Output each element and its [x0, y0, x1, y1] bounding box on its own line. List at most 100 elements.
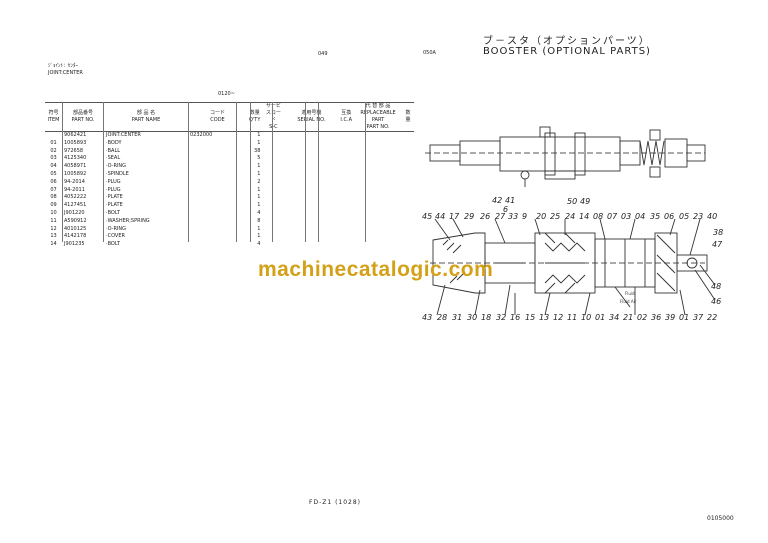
- callout-number: 11: [567, 313, 578, 322]
- callout-number: 37: [693, 313, 704, 322]
- cell-ica: [338, 140, 354, 148]
- cell-part-no: 9062421: [64, 132, 87, 138]
- cell-service-code: [262, 148, 284, 156]
- cell-service-code: [262, 155, 284, 163]
- callout-number: 13: [539, 313, 550, 322]
- cell-part-name: ·COVER: [106, 233, 125, 240]
- cell-code: [188, 148, 247, 156]
- cell-service-code: [262, 179, 284, 187]
- callout-number: 49: [580, 197, 591, 206]
- cell-code: [188, 210, 247, 218]
- cell-service-code: [262, 218, 284, 226]
- cell-part-name: JOINT:CENTER: [106, 132, 141, 138]
- cell-part-name: ·BOLT: [106, 241, 121, 248]
- cell-item: 05: [50, 170, 57, 177]
- cell-part-name: ·PLUG: [106, 178, 121, 185]
- cell-ica: [338, 148, 354, 156]
- callout-number: 25: [550, 212, 561, 221]
- cell-part-name: ·BOLT: [106, 209, 121, 216]
- callout-number: 01: [595, 313, 606, 322]
- cell-qty: 1: [257, 186, 261, 193]
- cell-serial-no: [284, 163, 338, 171]
- cell-service-code: [262, 210, 284, 218]
- callout-number: 34: [609, 313, 620, 322]
- cell-part-no: 4142178: [64, 233, 87, 240]
- cell-qty: 5: [257, 155, 261, 162]
- header-code-left: 049: [318, 51, 328, 57]
- callout-number: 33: [508, 212, 519, 221]
- cell-ica: [338, 163, 354, 171]
- cell-qty: 1: [257, 163, 261, 170]
- cell-serial-no: [284, 202, 338, 210]
- title-english: BOOSTER (OPTIONAL PARTS): [483, 46, 651, 57]
- cell-item: 13: [50, 233, 57, 240]
- cell-serial-no: [284, 233, 338, 241]
- cell-code: [188, 155, 247, 163]
- cell-qty: 1: [257, 139, 261, 146]
- cell-ica: [338, 241, 354, 249]
- callout-number: 39: [665, 313, 676, 322]
- callout-number: 20: [536, 212, 547, 221]
- booster-exploded-diagram: Fluid Air Fluid: [425, 126, 716, 316]
- cell-serial-no: [284, 148, 338, 156]
- cell-serial-no: [284, 226, 338, 234]
- cell-code: [188, 226, 247, 234]
- cell-code: [188, 218, 247, 226]
- callout-number: 26: [480, 212, 491, 221]
- cell-code: [188, 187, 247, 195]
- callout-number: 46: [711, 297, 722, 306]
- cell-qty: 1: [257, 202, 261, 209]
- cell-part-name: ·SEAL: [106, 155, 121, 162]
- header-replaceable-qty: 数量: [402, 102, 414, 132]
- callout-number: 05: [679, 212, 690, 221]
- cell-part-no: 4010125: [64, 225, 87, 232]
- cell-part-no: 4058971: [64, 163, 87, 170]
- cell-item: 11: [50, 217, 57, 224]
- cell-serial-no: [284, 140, 338, 148]
- diagram-label-fluid-air: Fluid Air: [620, 299, 637, 304]
- table-divider: [365, 102, 366, 242]
- cell-item: 06: [50, 178, 57, 185]
- callout-number: 45: [422, 212, 433, 221]
- callout-number: 43: [422, 313, 433, 322]
- cell-serial-no: [284, 241, 338, 249]
- callout-number: 9: [522, 212, 528, 221]
- cell-qty: 1: [257, 225, 261, 232]
- table-divider: [236, 102, 237, 242]
- cell-part-name: ·BALL: [106, 147, 121, 154]
- cell-service-code: [262, 202, 284, 210]
- cell-part-name: ·SPINDLE: [106, 170, 129, 177]
- cell-part-no: 4052222: [64, 194, 87, 201]
- callout-number: 16: [510, 313, 521, 322]
- cell-item: 12: [50, 225, 57, 232]
- cell-item: 14: [50, 241, 57, 248]
- cell-part-name: ·PLUG: [106, 186, 121, 193]
- cell-code: [188, 140, 247, 148]
- cell-serial-no: [284, 179, 338, 187]
- title-japanese: ブ－スタ（オプションパーツ）: [483, 36, 651, 47]
- cell-item: 09: [50, 202, 57, 209]
- cell-item: [45, 132, 62, 140]
- callout-number: 21: [623, 313, 634, 322]
- callout-number: 29: [464, 212, 475, 221]
- callout-number: 35: [650, 212, 661, 221]
- cell-ica: [338, 132, 354, 140]
- cell-ica: [338, 171, 354, 179]
- cell-qty: 1: [257, 194, 261, 201]
- cell-code: [188, 171, 247, 179]
- cell-part-name: ·PLATE: [106, 202, 123, 209]
- cell-part-name: ·PLATE: [106, 194, 123, 201]
- cell-part-name: ·BODY: [106, 139, 122, 146]
- header-code-mid: 050A: [423, 50, 436, 56]
